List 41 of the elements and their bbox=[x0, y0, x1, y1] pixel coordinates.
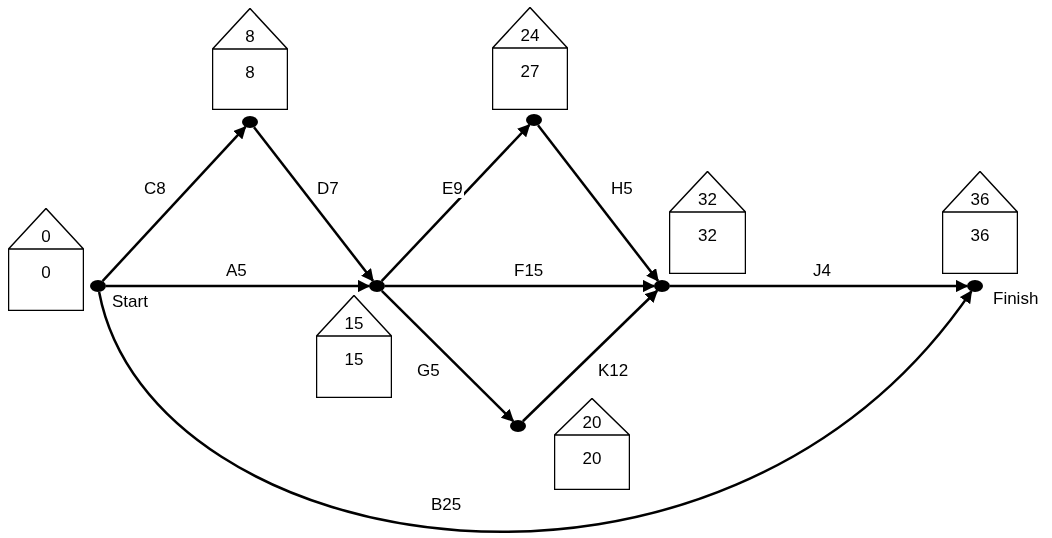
time-value: 8 bbox=[244, 63, 256, 83]
house-box bbox=[212, 8, 288, 110]
time-value: 20 bbox=[581, 449, 603, 469]
event-dot bbox=[369, 280, 385, 292]
house-box bbox=[8, 208, 84, 311]
arrow bbox=[522, 289, 658, 423]
time-value: 32 bbox=[697, 190, 718, 210]
time-value: 15 bbox=[343, 314, 365, 334]
node-label: Start bbox=[112, 292, 148, 312]
event-dot bbox=[510, 420, 526, 432]
house-box bbox=[492, 7, 568, 110]
house-box bbox=[942, 171, 1018, 274]
event-dot bbox=[90, 280, 106, 292]
arrow bbox=[385, 279, 656, 293]
arrow bbox=[670, 279, 969, 293]
time-value: 36 bbox=[969, 226, 991, 246]
time-value: 0 bbox=[40, 227, 52, 247]
arrow bbox=[253, 126, 374, 282]
arrow bbox=[537, 124, 659, 282]
time-value: 20 bbox=[581, 413, 603, 433]
edge-label: E9 bbox=[441, 180, 464, 198]
arrow bbox=[101, 126, 247, 282]
arrow bbox=[97, 290, 973, 532]
event-dot bbox=[654, 280, 670, 292]
time-value: 24 bbox=[519, 26, 541, 46]
time-value: 0 bbox=[40, 263, 52, 283]
arrow bbox=[380, 289, 515, 423]
time-value: 32 bbox=[697, 226, 718, 246]
house-box bbox=[669, 171, 746, 274]
node-label: Finish bbox=[993, 289, 1039, 309]
time-value: 36 bbox=[969, 190, 991, 210]
house-box bbox=[554, 398, 630, 490]
arrow bbox=[106, 279, 371, 293]
event-dot bbox=[967, 280, 983, 292]
arrow bbox=[380, 124, 531, 282]
house-box bbox=[316, 295, 392, 398]
time-value: 8 bbox=[244, 27, 256, 47]
event-dot bbox=[526, 114, 542, 126]
time-value: 15 bbox=[343, 350, 365, 370]
event-dot bbox=[242, 116, 258, 128]
time-value: 27 bbox=[519, 62, 541, 82]
